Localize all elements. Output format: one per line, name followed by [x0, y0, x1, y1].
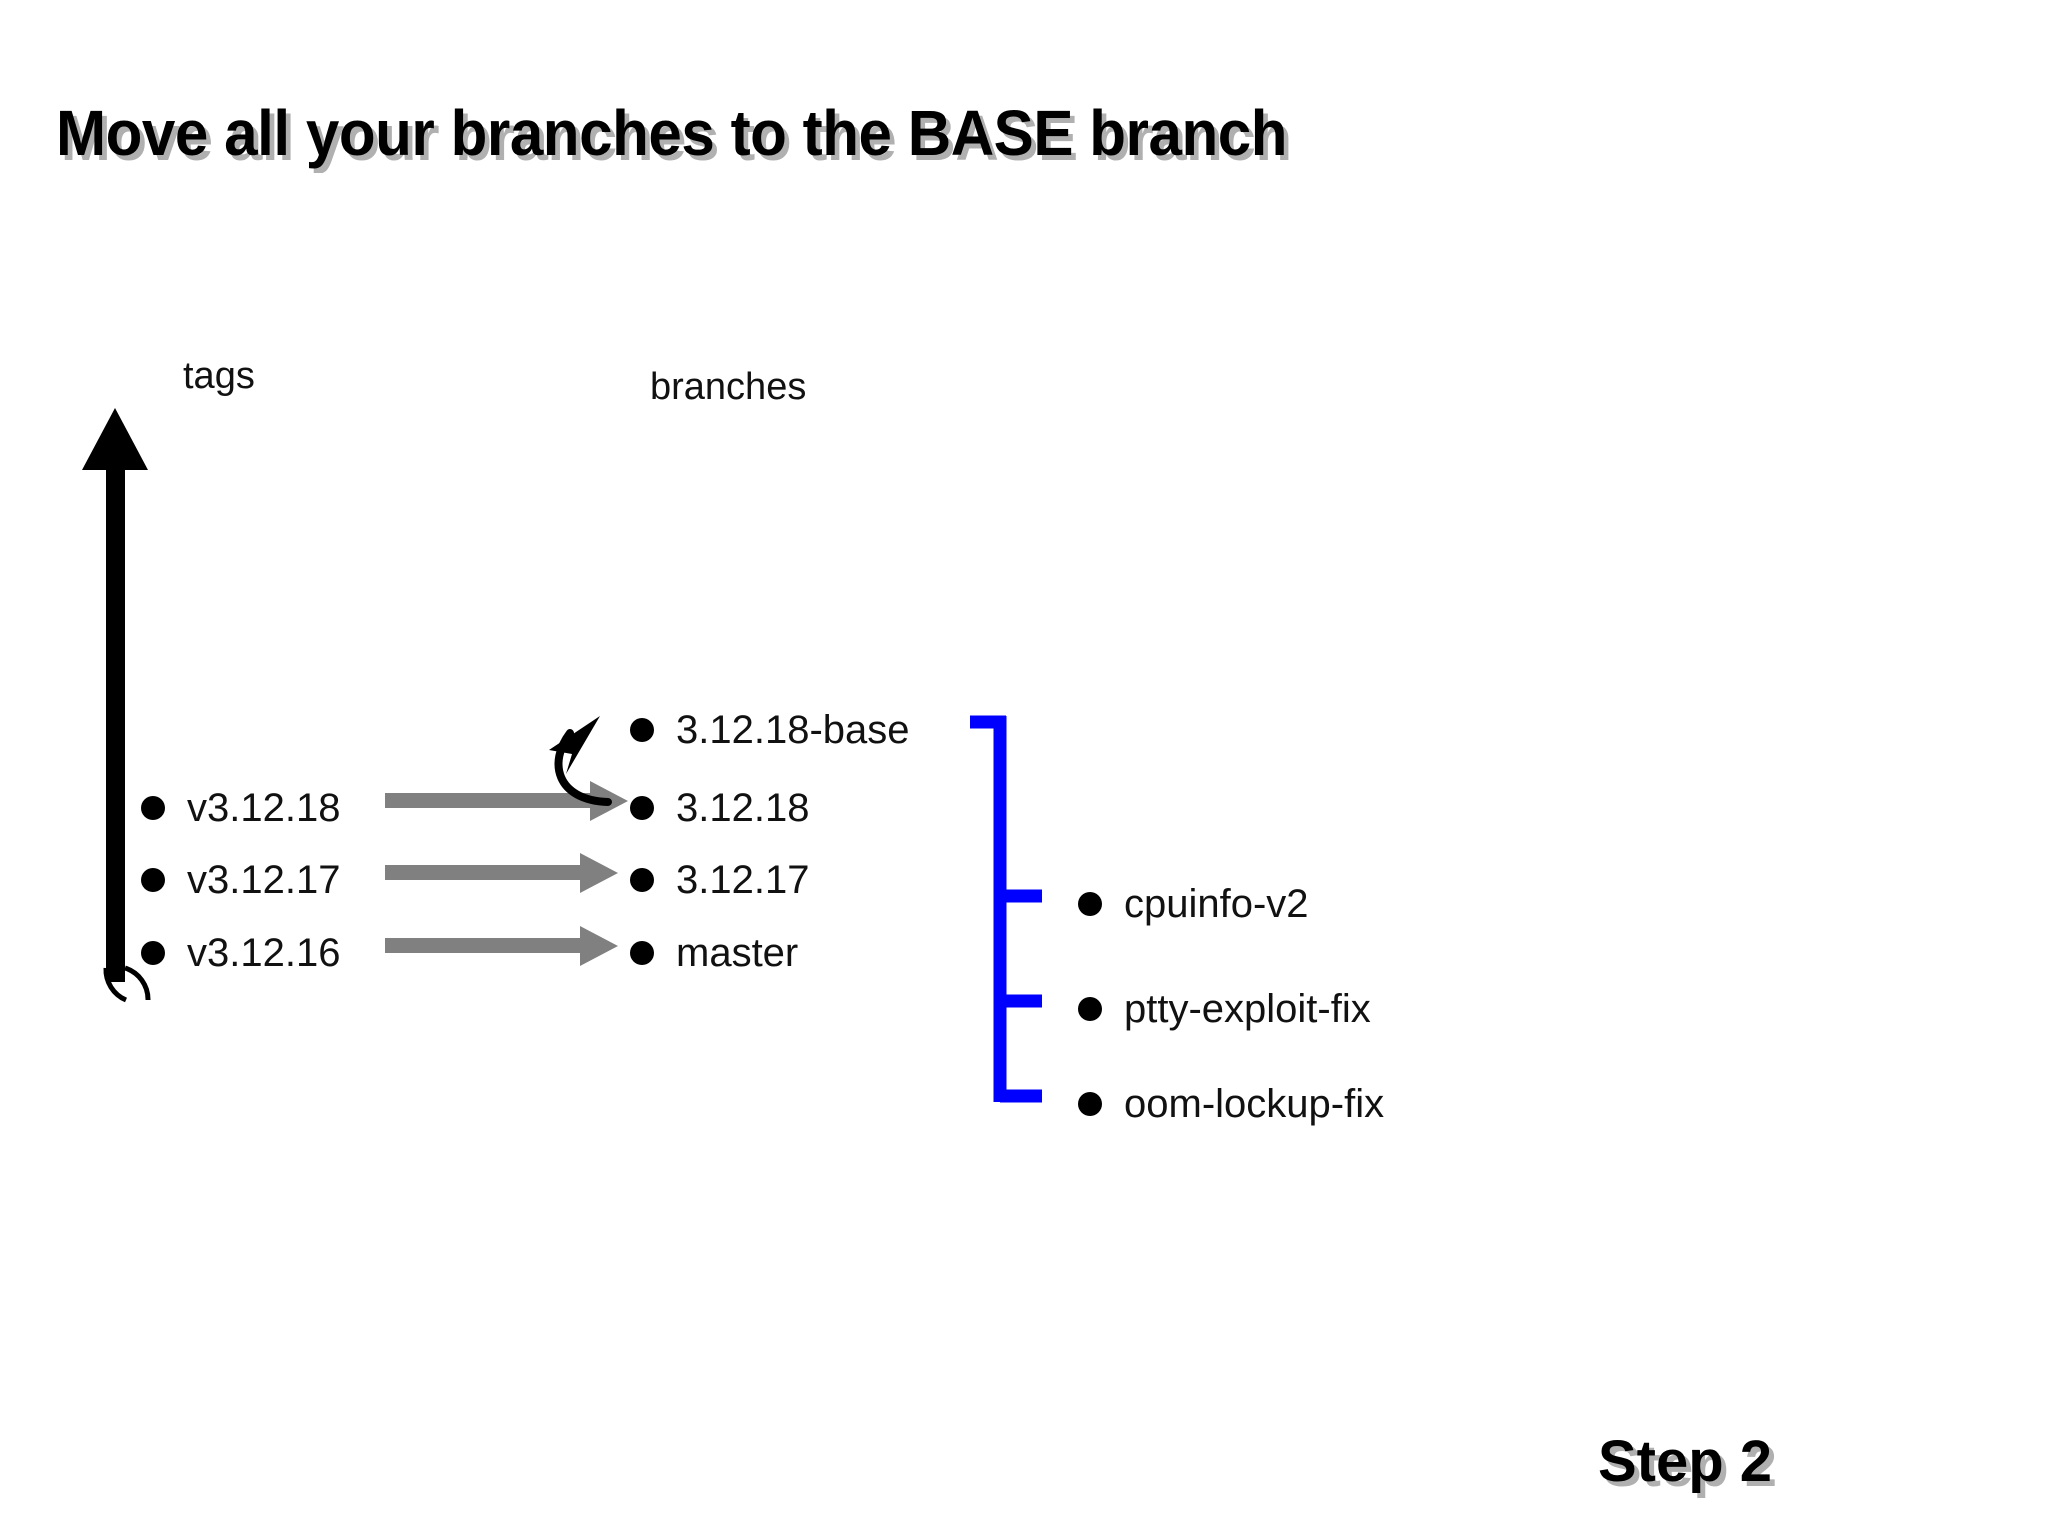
feature-branch-label: oom-lockup-fix — [1124, 1082, 1385, 1126]
base-branch-bracket — [970, 715, 1042, 1103]
feature-branch-label: ptty-exploit-fix — [1124, 987, 1371, 1031]
tag-node-v3-12-18[interactable]: v3.12.18 — [141, 788, 340, 828]
tag-label: v3.12.17 — [187, 858, 341, 902]
branch-node-3-12-18[interactable]: 3.12.18 — [630, 788, 809, 828]
branch-bullet-icon — [630, 718, 654, 742]
tag-to-branch-arrow-2 — [385, 853, 618, 893]
tag-node-v3-12-17[interactable]: v3.12.17 — [141, 860, 340, 900]
tag-node-v3-12-16[interactable]: v3.12.16 — [141, 933, 340, 973]
page-title: Move all your branches to the BASE branc… — [56, 97, 1287, 169]
branch-node-3-12-18-base[interactable]: 3.12.18-base — [630, 710, 910, 750]
tags-axis-arrow — [82, 408, 151, 1003]
branch-bullet-icon — [630, 796, 654, 820]
tags-column-heading: tags — [183, 355, 255, 397]
feature-branch-node-ptty-exploit-fix[interactable]: ptty-exploit-fix — [1078, 989, 1371, 1029]
tag-label: v3.12.18 — [187, 786, 341, 830]
branches-column-heading: branches — [650, 366, 807, 408]
feature-branch-node-cpuinfo-v2[interactable]: cpuinfo-v2 — [1078, 884, 1309, 924]
tag-to-branch-arrow-1 — [385, 781, 628, 821]
branch-node-3-12-17[interactable]: 3.12.17 — [630, 860, 809, 900]
tag-bullet-icon — [141, 868, 165, 892]
branch-label: 3.12.18-base — [676, 708, 910, 752]
feature-branch-bullet-icon — [1078, 1092, 1102, 1116]
branch-bullet-icon — [630, 941, 654, 965]
feature-branch-bullet-icon — [1078, 997, 1102, 1021]
branch-label: master — [676, 931, 799, 975]
feature-branch-bullet-icon — [1078, 892, 1102, 916]
feature-branch-node-oom-lockup-fix[interactable]: oom-lockup-fix — [1078, 1084, 1384, 1124]
branch-label: 3.12.17 — [676, 858, 810, 902]
tag-bullet-icon — [141, 941, 165, 965]
tag-to-branch-arrow-3 — [385, 926, 618, 966]
branch-bullet-icon — [630, 868, 654, 892]
promote-branch-curved-arrow — [549, 716, 612, 806]
feature-branch-label: cpuinfo-v2 — [1124, 882, 1309, 926]
tag-label: v3.12.16 — [187, 931, 341, 975]
branch-label: 3.12.18 — [676, 786, 810, 830]
tag-bullet-icon — [141, 796, 165, 820]
branch-node-master[interactable]: master — [630, 933, 798, 973]
step-label: Step 2 — [1598, 1429, 1773, 1494]
